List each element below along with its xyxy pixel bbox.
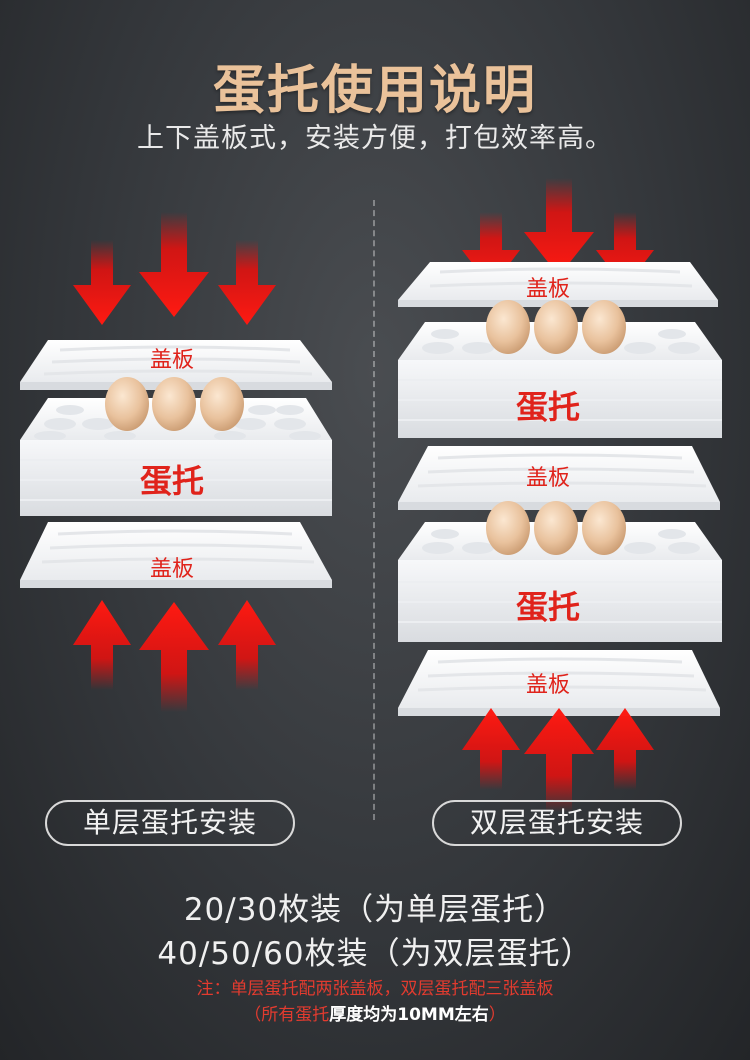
arrow-up-icon — [73, 600, 131, 690]
tray-label: 蛋托 — [140, 462, 204, 500]
arrow-down-icon — [524, 178, 594, 276]
note-prefix: （所有蛋托 — [244, 1005, 330, 1025]
left-arrows-up — [73, 600, 276, 712]
arrow-up-icon — [524, 708, 594, 812]
divider — [373, 200, 375, 820]
caption-double: 40/50/60枚装（为双层蛋托） — [157, 936, 593, 972]
tray-label: 蛋托 — [516, 588, 580, 626]
left-arrows-down — [73, 212, 276, 325]
arrow-up-icon — [218, 600, 276, 690]
lid-label: 盖板 — [526, 277, 570, 302]
arrow-up-icon — [596, 708, 654, 790]
lid-label: 盖板 — [526, 673, 570, 698]
egg-icon — [534, 300, 578, 354]
arrow-up-icon — [462, 708, 520, 790]
right-arrows-up — [462, 708, 654, 812]
right-tray-2: 蛋托 — [398, 501, 722, 642]
right-lid-3: 盖板 — [398, 650, 720, 716]
note-suffix: ） — [488, 1005, 506, 1025]
lid-label: 盖板 — [150, 557, 194, 582]
egg-icon — [486, 501, 530, 555]
right-lid-2: 盖板 — [398, 446, 720, 510]
left-tray: 蛋托 — [20, 377, 332, 516]
page-title: 蛋托使用说明 — [212, 61, 537, 121]
egg-icon — [582, 501, 626, 555]
egg-icon — [534, 501, 578, 555]
note-lids: 注：单层蛋托配两张盖板，双层蛋托配三张盖板 — [196, 979, 554, 999]
arrow-up-icon — [139, 602, 209, 712]
eggs — [486, 300, 626, 354]
egg-icon — [486, 300, 530, 354]
egg-icon — [152, 377, 196, 431]
lid-label: 盖板 — [150, 348, 194, 373]
tray-label: 蛋托 — [516, 388, 580, 426]
note-thickness: （所有蛋托厚度均为10MM左右） — [0, 1000, 750, 1025]
arrow-down-icon — [73, 240, 131, 325]
egg-icon — [582, 300, 626, 354]
arrow-down-icon — [139, 212, 209, 317]
arrow-down-icon — [218, 240, 276, 325]
double-layer-pill: 双层蛋托安装 — [432, 800, 682, 846]
right-tray-1: 蛋托 — [398, 300, 722, 438]
single-layer-pill: 单层蛋托安装 — [45, 800, 295, 846]
note-bold-text: 厚度均为10MM左右 — [329, 1005, 489, 1025]
egg-icon — [200, 377, 244, 431]
egg-icon — [105, 377, 149, 431]
left-bottom-lid: 盖板 — [20, 522, 332, 588]
caption-single: 20/30枚装（为单层蛋托） — [183, 892, 567, 928]
eggs — [105, 377, 244, 431]
eggs — [486, 501, 626, 555]
lid-label: 盖板 — [526, 466, 570, 491]
page-subtitle: 上下盖板式，安装方便，打包效率高。 — [137, 123, 613, 154]
